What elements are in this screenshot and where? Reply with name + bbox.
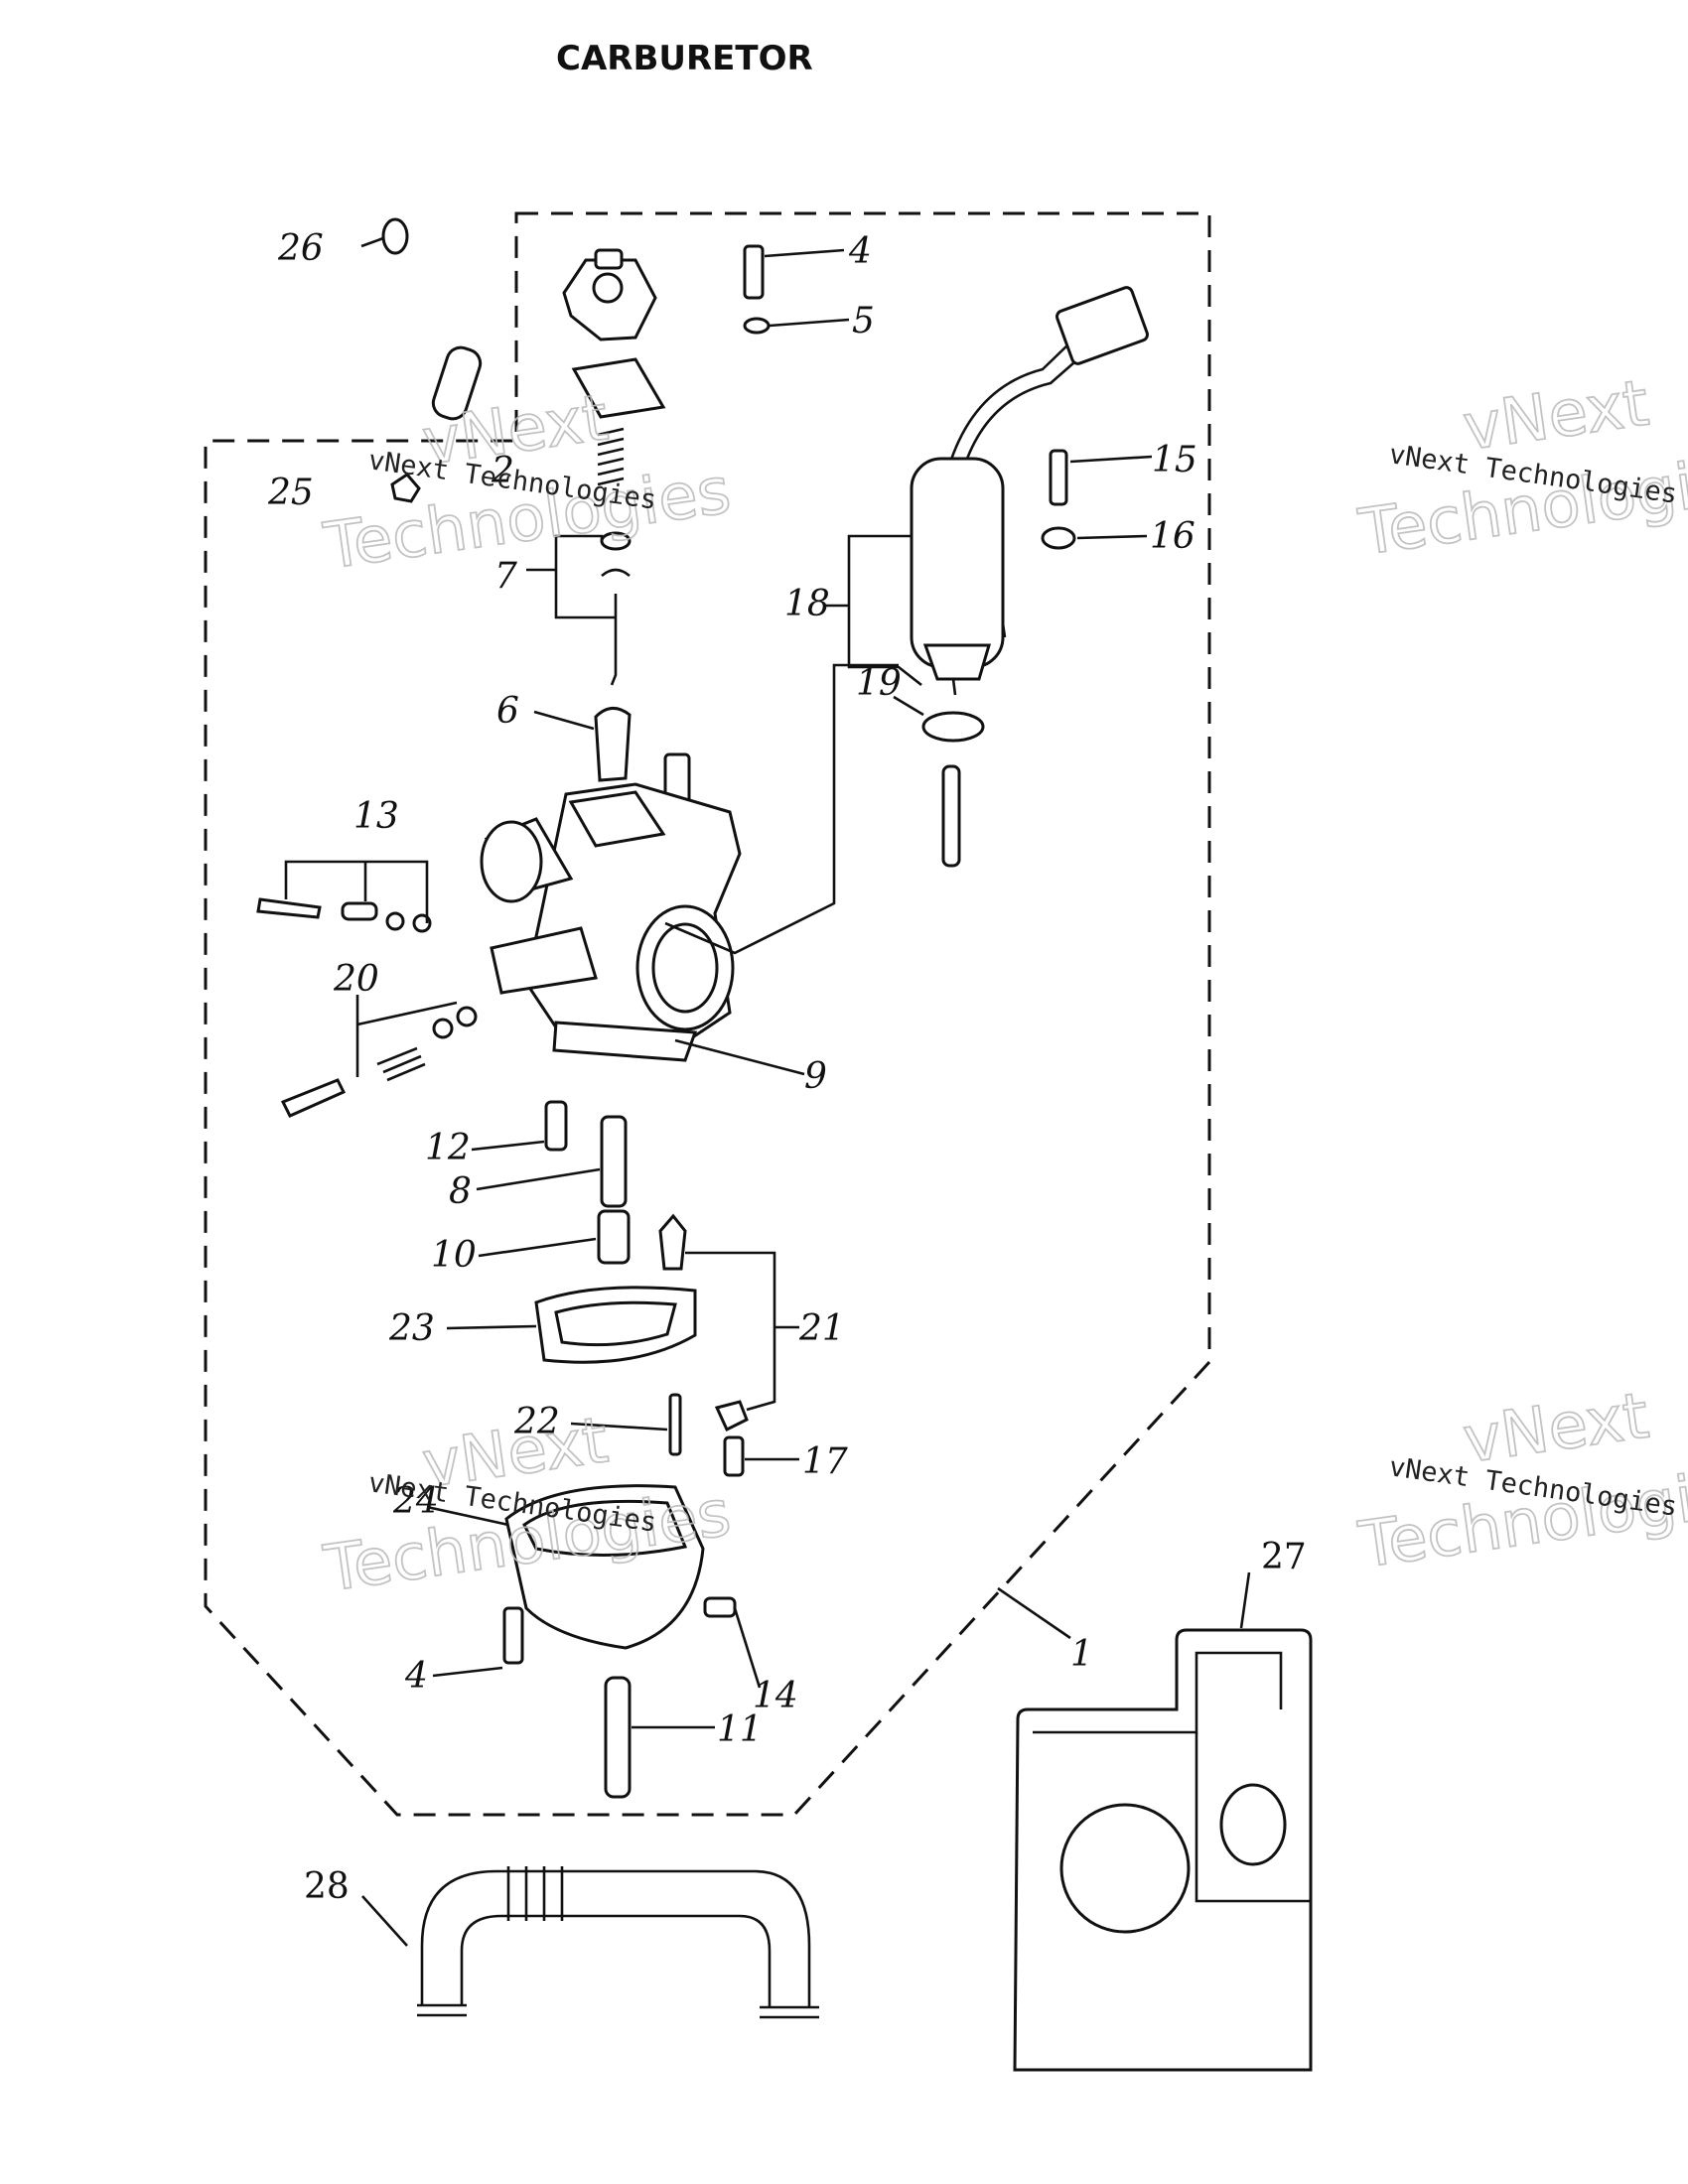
callout-28: 28: [304, 1866, 350, 1907]
page-title: CARBURETOR: [556, 39, 813, 78]
callout-13: 13: [353, 796, 399, 837]
part-needle-valve: [658, 1213, 687, 1271]
part-23-float: [534, 1286, 697, 1364]
part-28-curved-hose: [417, 1866, 819, 2019]
callout-5: 5: [852, 301, 875, 341]
callout-22: 22: [513, 1402, 560, 1442]
callout-20: 20: [333, 959, 379, 1000]
part-8-jet-holder: [600, 1115, 628, 1208]
part-25: [390, 473, 421, 503]
part-spring: [597, 427, 625, 486]
callout-6: 6: [496, 691, 519, 732]
part-11-drain-tube: [604, 1676, 632, 1799]
part-27-manifold-plate: [1013, 1628, 1313, 2072]
part-cylinder: [431, 345, 483, 421]
part-9-carburetor-body: [480, 752, 742, 1062]
part-22-float-pin: [668, 1393, 682, 1456]
part-6-slide: [594, 707, 632, 782]
callout-16: 16: [1150, 516, 1196, 557]
callout-2: 2: [491, 451, 514, 491]
part-14-drain-screw: [703, 1596, 737, 1618]
watermark-big-word-1: vNext: [1459, 1380, 1652, 1478]
watermark-big-word-1: vNext: [1459, 367, 1652, 466]
callout-23: 23: [388, 1308, 435, 1349]
callout-11: 11: [717, 1709, 763, 1750]
assembly-boundary: [204, 211, 1211, 1817]
part-10-main-jet: [597, 1209, 631, 1265]
callout-labels: 26 4 5 2 25 7 6 15 16 18 19 13 20 9 12 8…: [267, 228, 1307, 1907]
part-20-stop-screw-set: [280, 1006, 478, 1118]
callout-1: 1: [1070, 1634, 1093, 1675]
leader-lines: [284, 236, 1251, 1947]
callout-10: 10: [431, 1235, 477, 1276]
callout-4-top: 4: [848, 231, 872, 272]
part-19-oring: [921, 711, 985, 743]
part-top-cover: [562, 248, 657, 341]
callout-9: 9: [804, 1056, 827, 1097]
part-26-cap: [381, 217, 409, 255]
callout-15: 15: [1152, 440, 1197, 480]
callout-4-bottom: 4: [404, 1656, 428, 1697]
callout-24: 24: [392, 1481, 439, 1522]
part-7-clip: [601, 568, 631, 578]
part-needle: [610, 594, 618, 686]
part-13-pilot-screw-set: [256, 897, 432, 933]
part-15-screw: [1049, 449, 1068, 506]
callout-25: 25: [267, 473, 314, 513]
callout-7: 7: [494, 556, 517, 597]
callout-19: 19: [856, 663, 902, 704]
callout-21: 21: [798, 1308, 845, 1349]
callout-8: 8: [449, 1171, 472, 1212]
part-17-screw: [723, 1435, 745, 1477]
part-5-washer: [743, 317, 771, 335]
part-24-float-bowl: [504, 1484, 705, 1650]
part-12-fitting: [544, 1100, 568, 1152]
part-2-gasket: [571, 357, 666, 419]
callout-14: 14: [753, 1676, 798, 1716]
callout-18: 18: [784, 584, 830, 624]
callout-26: 26: [277, 228, 324, 269]
callout-27: 27: [1261, 1537, 1307, 1577]
part-16-washer: [1041, 526, 1076, 550]
part-21-clip: [714, 1400, 749, 1433]
part-18-solenoid: [910, 286, 1149, 696]
callout-12: 12: [425, 1128, 471, 1168]
part-plunger: [941, 764, 961, 868]
callout-17: 17: [802, 1441, 848, 1482]
part-4-screw-bottom: [502, 1606, 524, 1665]
part-4-screw-top: [743, 244, 765, 300]
